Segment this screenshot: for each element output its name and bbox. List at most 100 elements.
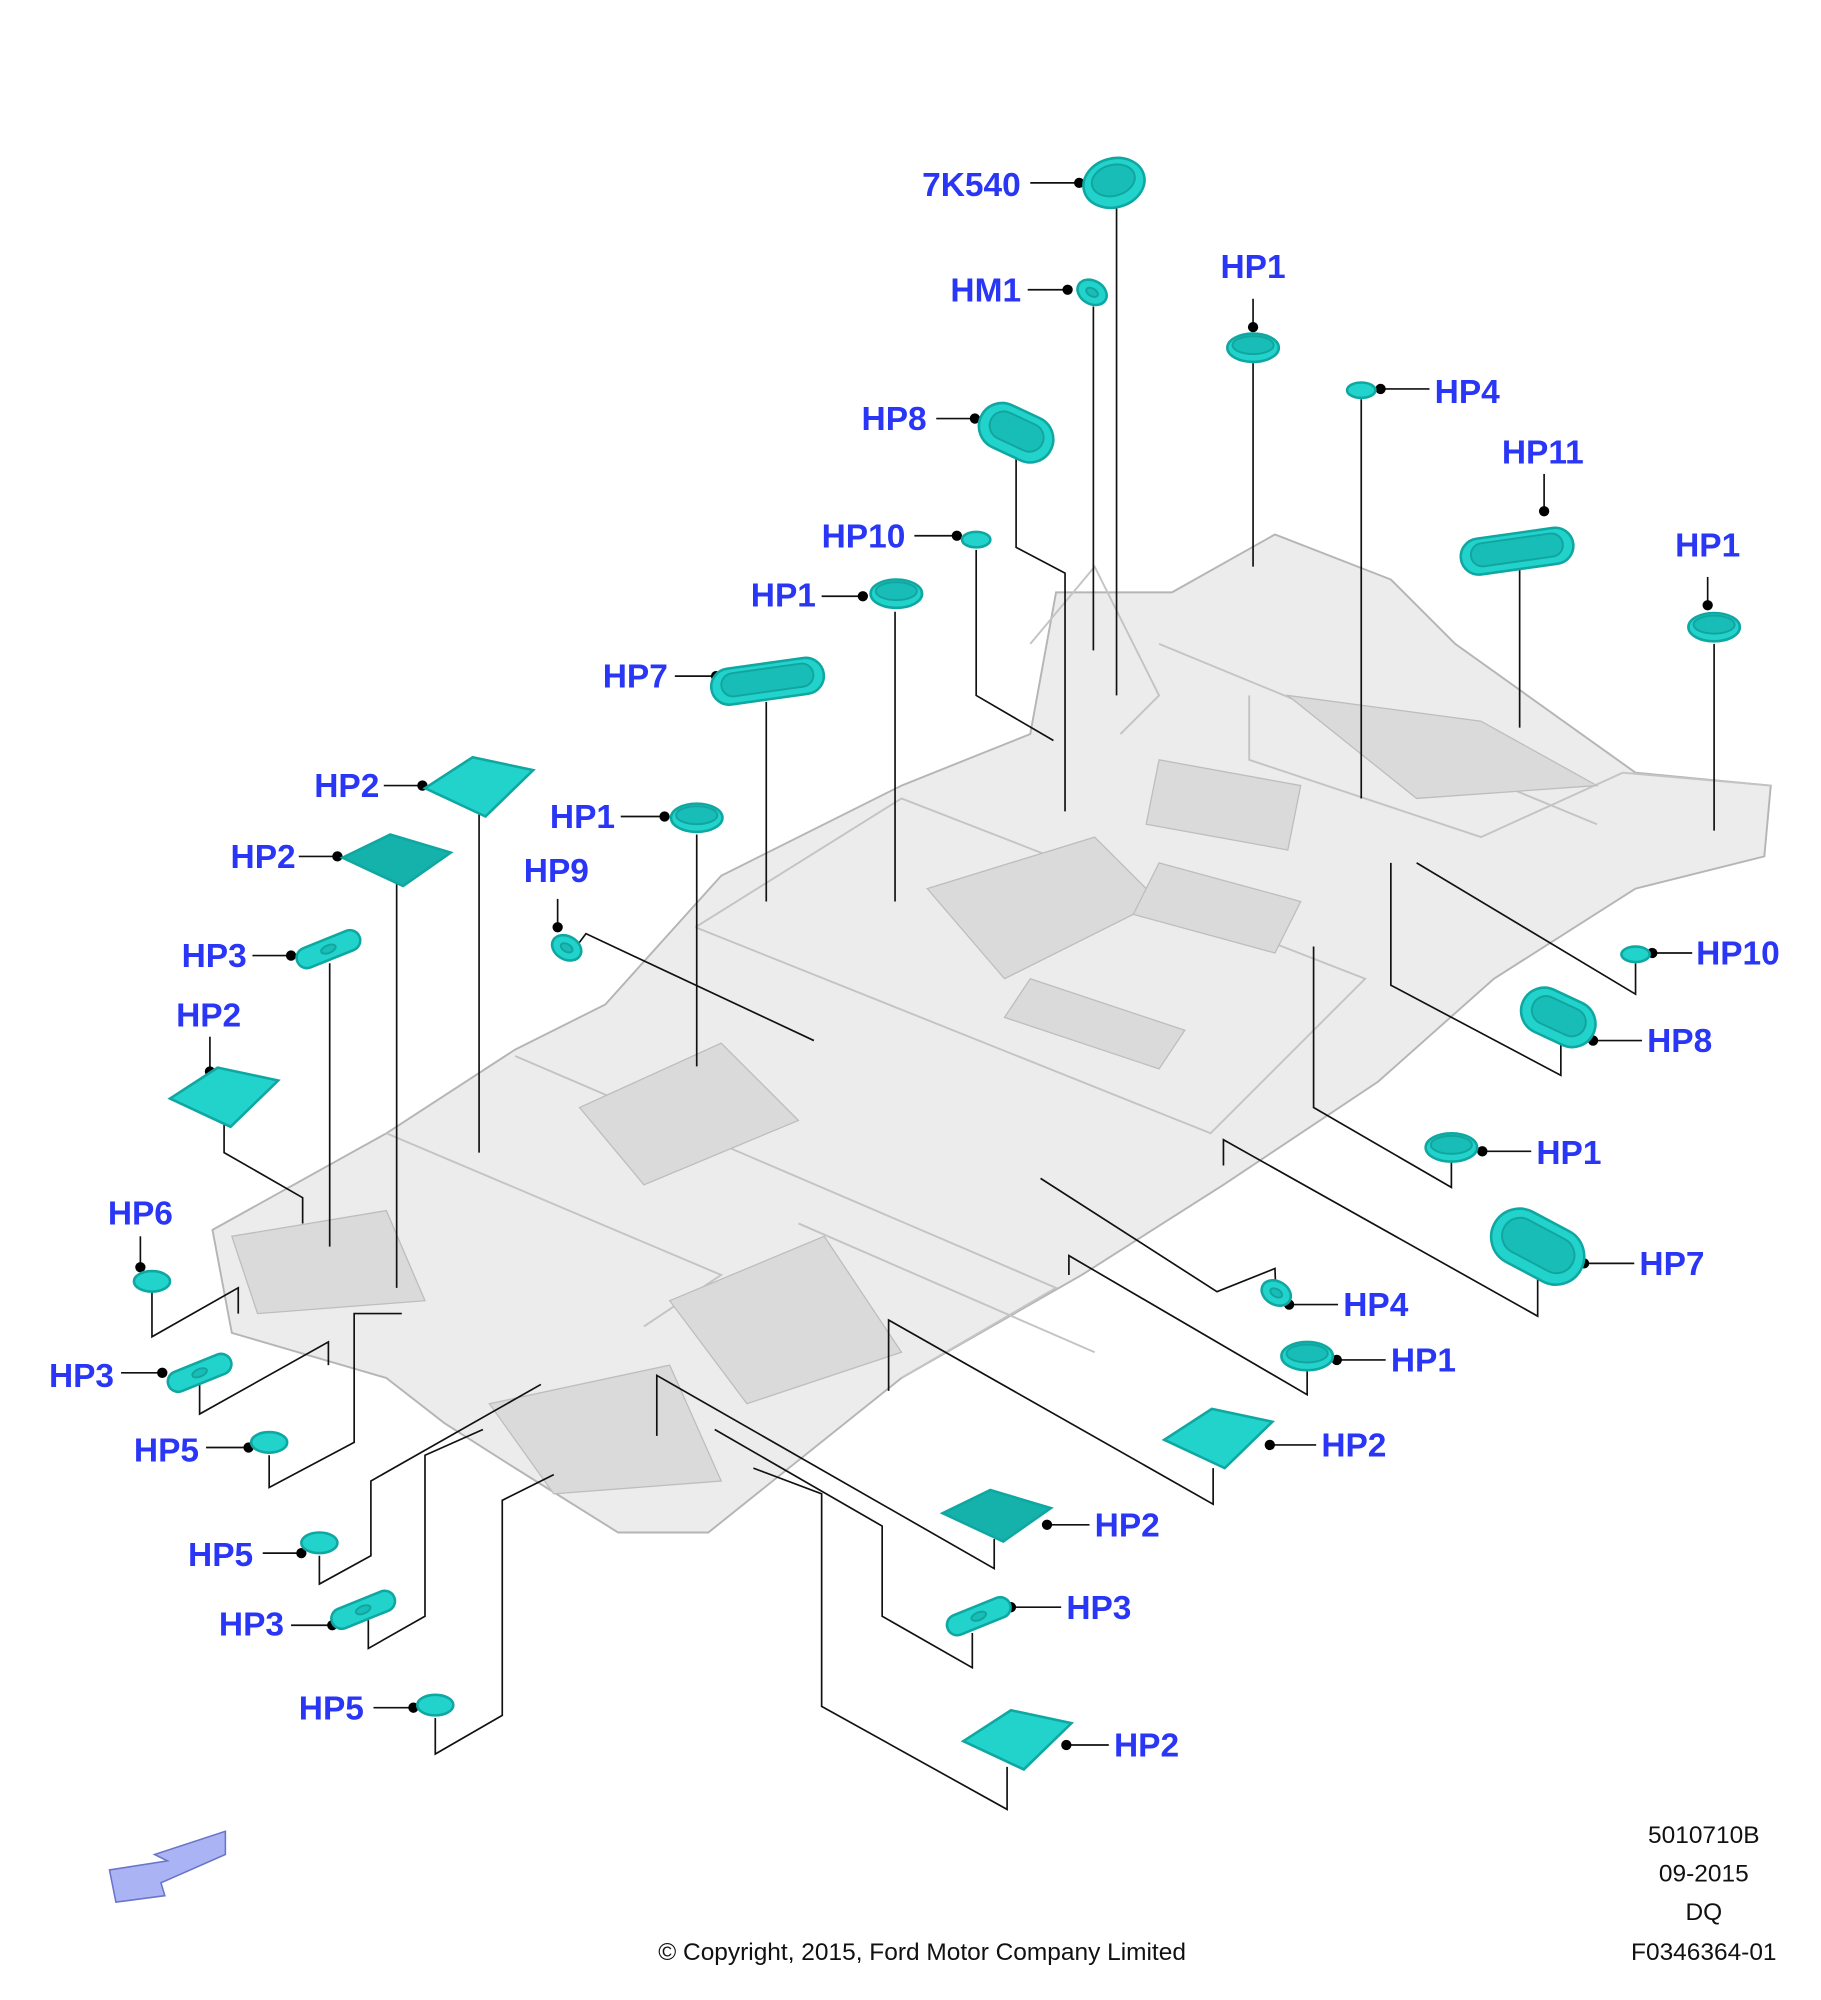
part-hp1-plug[interactable] [1280,1340,1335,1372]
part-hp5-plug[interactable] [249,1430,289,1454]
part-hp2-plug[interactable] [167,1066,281,1129]
part-hp4-plug[interactable] [1257,1275,1295,1311]
leader-line [367,1428,484,1650]
leader-line [714,1428,974,1670]
callout-hp7[interactable]: HP7 [1639,1246,1704,1283]
callout-hp1[interactable]: HP1 [550,799,615,836]
callout-hp5[interactable]: HP5 [299,1690,364,1727]
callout-hp2[interactable]: HP2 [1095,1507,1160,1544]
region-code: DQ [1685,1899,1722,1926]
callout-hp5[interactable]: HP5 [134,1433,199,1470]
callout-7k540[interactable]: 7K540 [922,167,1021,204]
callout-hp2[interactable]: HP2 [314,768,379,805]
floor-pan [211,533,1772,1534]
leader-line [223,1124,304,1224]
callout-hp2[interactable]: HP2 [1321,1428,1386,1465]
callout-hp1[interactable]: HP1 [1391,1343,1456,1380]
leader-line [318,1383,542,1586]
part-hp4-plug[interactable] [1345,381,1377,400]
callout-hp3[interactable]: HP3 [219,1607,284,1644]
callout-hp3[interactable]: HP3 [182,938,247,975]
callout-hp1[interactable]: HP1 [1675,527,1740,564]
part-hp5-plug[interactable] [415,1693,455,1717]
figure-id: F0346364-01 [1631,1939,1776,1966]
part-hp3-plug[interactable] [293,927,363,971]
leader-dot [1477,1146,1488,1157]
part-hp10-plug[interactable] [960,530,992,549]
leader-dot [332,851,343,862]
leader-line [1222,1138,1539,1318]
leader-line [198,1340,330,1416]
leader-dot [1331,1354,1342,1366]
leader-dot [296,1547,307,1559]
part-hp3-plug[interactable] [165,1351,235,1395]
part-hp10-plug[interactable] [1620,945,1652,964]
date-code: 09-2015 [1659,1861,1749,1888]
leader-line [753,1467,1008,1811]
leader-dot [285,950,297,961]
leader-dot [552,922,563,933]
callout-hp2[interactable]: HP2 [1114,1728,1179,1765]
part-hp5-plug[interactable] [300,1531,339,1555]
part-hp3-plug[interactable] [328,1588,398,1632]
callout-hp9[interactable]: HP9 [524,853,589,890]
part-hp1-plug[interactable] [669,802,724,834]
part-hp2-plug[interactable] [939,1488,1054,1544]
leader-dot [1061,1739,1072,1751]
part-hp9-plug[interactable] [547,930,585,966]
callout-hp10[interactable]: HP10 [1696,936,1780,973]
callout-hp7[interactable]: HP7 [603,659,668,696]
leader-line [1015,457,1066,812]
part-hp2-plug[interactable] [960,1708,1075,1772]
callout-hp8[interactable]: HP8 [1647,1023,1712,1060]
part-hp1-plug[interactable] [869,578,924,610]
part-hp1-plug[interactable] [1226,332,1281,364]
callout-hp6[interactable]: HP6 [108,1196,173,1233]
callout-hp4[interactable]: HP4 [1343,1287,1408,1324]
part-hm1-plug[interactable] [1073,275,1111,311]
leader-dot [1538,506,1550,517]
callout-hp1[interactable]: HP1 [751,578,816,615]
leader-line [268,1312,402,1489]
part-hp3-plug[interactable] [944,1594,1014,1638]
plug-parts [132,151,1742,1772]
leader-dot [1074,177,1085,189]
part-hp1-plug[interactable] [1424,1132,1479,1163]
callout-hp8[interactable]: HP8 [862,401,927,438]
leader-line [655,1373,996,1571]
callout-hp11[interactable]: HP11 [1502,435,1584,472]
callout-hp10[interactable]: HP10 [822,518,906,555]
part-hp2-plug[interactable] [1161,1407,1276,1470]
callout-hp4[interactable]: HP4 [1435,374,1500,411]
callout-hm1[interactable]: HM1 [950,272,1021,309]
part-hp6-plug[interactable] [132,1269,172,1293]
leader-line [1416,862,1637,996]
part-hp1-plug[interactable] [1687,611,1742,643]
part-hp8-plug[interactable] [1513,980,1603,1055]
leader-dot [1264,1439,1275,1451]
leader-dot [1247,321,1259,333]
part-hp7-plug[interactable] [709,656,826,707]
part-hp2-plug[interactable] [339,833,454,888]
copyright-text: © Copyright, 2015, Ford Motor Company Li… [658,1939,1186,1966]
leader-dot [659,811,670,822]
callout-hp1[interactable]: HP1 [1536,1135,1601,1172]
callout-hp2[interactable]: HP2 [231,839,296,876]
leader-dot [135,1262,146,1273]
callout-hp1[interactable]: HP1 [1221,249,1286,286]
leader-dot [1041,1519,1053,1530]
leader-dot [1702,600,1713,611]
part-hp7-plug[interactable] [1481,1199,1594,1295]
callout-hp3[interactable]: HP3 [1066,1590,1131,1627]
part-7k540-plug[interactable] [1078,151,1150,214]
callout-hp2[interactable]: HP2 [176,997,241,1034]
callout-hp5[interactable]: HP5 [188,1537,253,1574]
leader-line [975,549,1054,742]
leader-line [1068,1254,1308,1397]
leader-lines [121,177,1715,1811]
part-hp2-plug[interactable] [422,755,536,819]
callout-hp3[interactable]: HP3 [49,1358,114,1395]
part-hp8-plug[interactable] [971,395,1061,470]
leader-line [1312,946,1453,1189]
part-hp11-plug[interactable] [1458,525,1575,576]
